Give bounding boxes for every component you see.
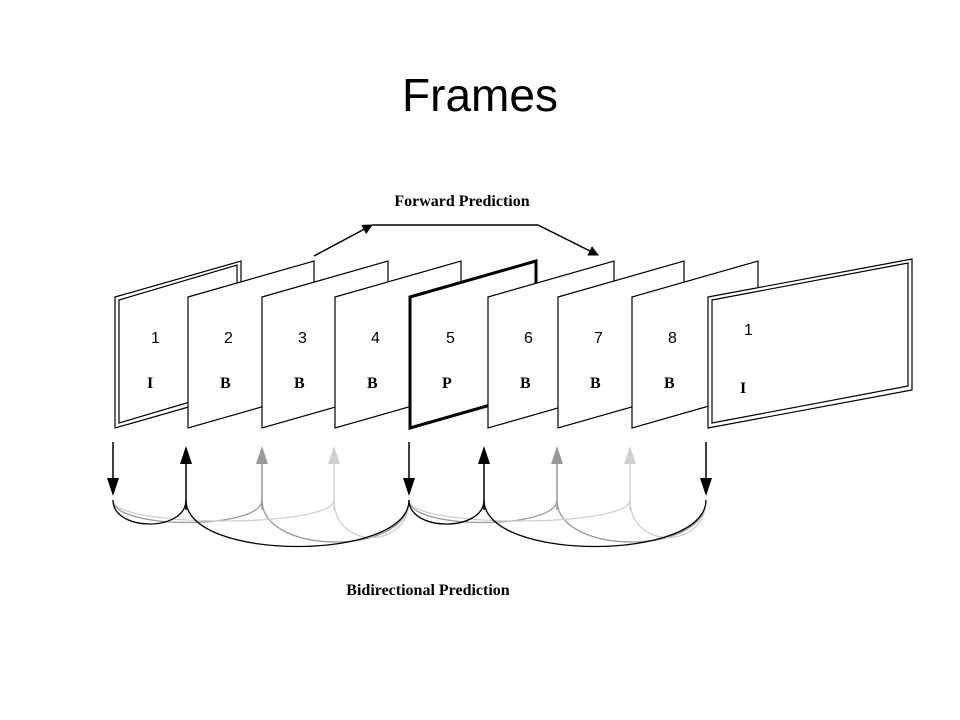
reference-arrow-8: [624, 446, 636, 510]
frame-type: I: [740, 380, 746, 397]
frame-shape: [707, 258, 913, 429]
frame-type: B: [294, 375, 305, 392]
frame-number: 4: [371, 330, 380, 347]
reference-arrow-5: [403, 442, 415, 496]
frame-type: I: [147, 375, 153, 392]
curve-back-1-2: [112, 499, 263, 524]
curve-back-1-1: [112, 499, 187, 525]
reference-arrow-3: [256, 446, 268, 510]
frame-9: 1I: [707, 258, 913, 429]
reference-arrow-1: [107, 442, 119, 496]
frame-number: 7: [594, 330, 603, 347]
curve-forward-1-3: [333, 499, 410, 539]
curve-forward-1-1: [185, 499, 410, 548]
curve-back-2-3: [408, 499, 631, 522]
forward-arrow-down: [537, 224, 599, 256]
curve-forward-2-3: [629, 499, 707, 539]
curve-back-2-1: [408, 499, 485, 525]
reference-arrow-7: [551, 446, 563, 510]
reference-arrow-2: [180, 446, 192, 510]
frame-type: B: [367, 375, 378, 392]
curve-forward-2-1: [483, 499, 707, 548]
forward-arrow-up: [313, 224, 373, 257]
bidirectional-curves: [112, 499, 707, 548]
frame-number: 2: [224, 330, 233, 347]
frame-type: B: [520, 375, 531, 392]
frame-number: 8: [668, 330, 677, 347]
curve-forward-2-2: [556, 499, 707, 543]
frame-number: 6: [524, 330, 533, 347]
frame-number: 1: [151, 330, 160, 347]
frame-number: 5: [446, 330, 455, 347]
bidirectional-prediction-label: Bidirectional Prediction: [346, 582, 510, 599]
reference-arrow-6: [478, 446, 490, 510]
reference-arrows: [107, 442, 712, 510]
page-title: Frames: [402, 69, 558, 121]
curve-back-1-3: [112, 499, 335, 522]
frame-type: B: [590, 375, 601, 392]
forward-prediction-label: Forward Prediction: [394, 193, 529, 210]
frame-number: 1: [744, 322, 753, 339]
curve-forward-1-2: [261, 499, 410, 543]
frame-type: B: [664, 375, 675, 392]
frame-inner-border: [711, 262, 909, 424]
frame-type: B: [220, 375, 231, 392]
frame-type: P: [442, 375, 452, 392]
frame-number: 3: [298, 330, 307, 347]
curve-back-2-2: [408, 499, 558, 524]
reference-arrow-9: [700, 442, 712, 496]
forward-prediction-arrows: [313, 224, 599, 257]
reference-arrow-4: [328, 446, 340, 510]
